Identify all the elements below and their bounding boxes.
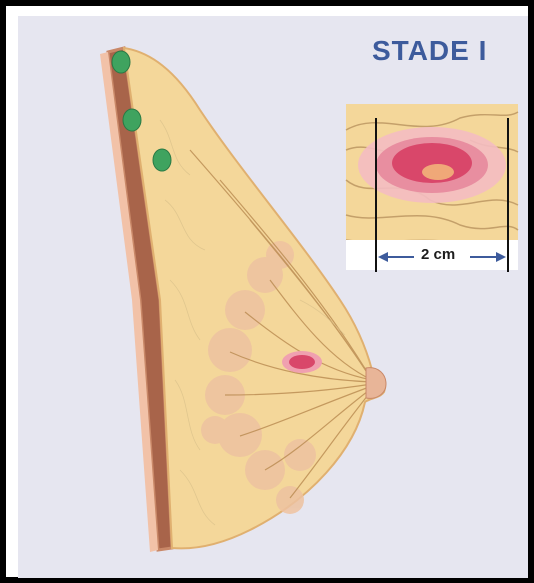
lymph-node [153,149,171,171]
stage-title: STADE I [372,35,487,67]
lymph-node [112,51,130,73]
tumor [282,351,322,373]
lymph-node [123,109,141,131]
measurement-label: 2 cm [418,246,458,263]
